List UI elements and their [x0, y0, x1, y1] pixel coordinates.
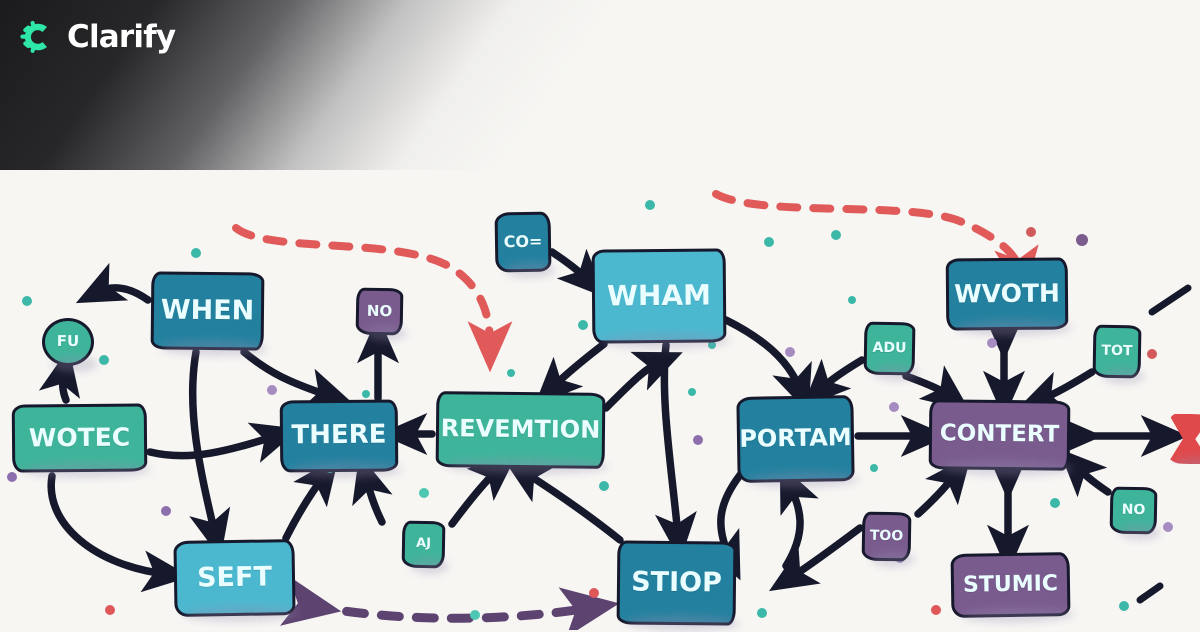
node-label: TOT [1101, 342, 1133, 359]
node-co[interactable]: CO= [494, 211, 552, 273]
decor-dot [848, 296, 856, 304]
node-label: ADU [872, 339, 907, 356]
node-no_right[interactable]: NO [1109, 486, 1158, 535]
decor-dot [1026, 227, 1036, 237]
decor-dot [1163, 522, 1173, 532]
decor-dot [831, 230, 841, 240]
node-tot[interactable]: TOT [1092, 324, 1142, 379]
node-label: FU [56, 331, 80, 351]
dashed-red-right [712, 190, 1039, 299]
decor-dot [191, 248, 201, 258]
decor-dot [764, 237, 774, 247]
node-label: CONTERT [939, 420, 1060, 448]
node-aj[interactable]: AJ [401, 520, 446, 569]
node-label: WOTEC [28, 422, 131, 452]
decor-dot [785, 347, 795, 357]
node-seft[interactable]: SEFT [173, 539, 296, 617]
node-fu[interactable]: FU [41, 317, 95, 367]
decor-dot [688, 388, 696, 396]
decor-dot [645, 200, 655, 210]
decor-dot [507, 369, 515, 377]
node-label: SEFT [196, 560, 273, 594]
decor-dot [889, 402, 899, 412]
node-wvoth[interactable]: WVOTH [945, 257, 1069, 331]
solid-arrow-group [38, 248, 1112, 593]
node-wham[interactable]: WHAM [591, 248, 727, 344]
node-label: NO [1121, 501, 1146, 518]
dashed-red-flow-group [232, 190, 1039, 373]
decor-dot [931, 605, 941, 615]
node-label: WHAM [606, 278, 712, 312]
node-label: WHEN [160, 294, 255, 326]
decor-dot [99, 355, 109, 365]
node-portam[interactable]: PORTAM [736, 395, 855, 483]
decor-dot [1050, 498, 1060, 508]
decor-dot [1119, 601, 1129, 611]
node-label: WVOTH [954, 278, 1060, 308]
decor-dot [1076, 234, 1088, 246]
decor-dot [987, 338, 997, 348]
decor-dot [161, 506, 171, 516]
decor-dot [1147, 349, 1157, 359]
node-label: AJ [415, 535, 432, 552]
node-label: STUMIC [962, 570, 1059, 598]
node-label: PORTAM [739, 423, 852, 453]
node-adu[interactable]: ADU [863, 321, 916, 376]
node-contert[interactable]: CONTERT [928, 399, 1071, 471]
node-stumic[interactable]: STUMIC [950, 552, 1071, 618]
decor-dot [757, 608, 767, 618]
decor-dot [267, 385, 277, 395]
decor-dot [7, 472, 17, 482]
decor-dot [693, 435, 703, 445]
node-label: THERE [291, 419, 387, 451]
bidirectional-arrow-group [983, 312, 1189, 573]
decor-dot [22, 296, 32, 306]
node-wotec[interactable]: WOTEC [11, 403, 148, 473]
stray-ink-strokes [1136, 284, 1192, 604]
decor-dot [599, 481, 609, 491]
node-when[interactable]: WHEN [150, 271, 265, 351]
decor-dot [870, 464, 878, 472]
dashed-purple-flow [280, 576, 620, 630]
node-no_top[interactable]: NO [355, 287, 404, 336]
node-label: STIOP [631, 566, 722, 598]
decor-dot [470, 610, 480, 620]
node-revemtion[interactable]: REVEMTION [435, 391, 606, 469]
node-stiop[interactable]: STIOP [616, 540, 737, 626]
decor-dot [589, 588, 599, 598]
node-label: CO= [503, 231, 543, 251]
decor-dot [105, 605, 115, 615]
node-too[interactable]: TOO [861, 511, 912, 562]
decor-dot [578, 320, 588, 330]
node-there[interactable]: THERE [279, 399, 399, 473]
decor-dot [362, 390, 370, 398]
decor-dot [419, 488, 429, 498]
node-label: NO [366, 301, 393, 320]
brand-wordmark: Clarify [67, 18, 176, 55]
node-label: TOO [869, 527, 904, 544]
node-label: REVEMTION [440, 414, 601, 444]
brand-logo[interactable]: Clarify [18, 18, 176, 56]
clarify-circle-mark-icon [20, 20, 47, 53]
dashed-red-left [232, 224, 513, 373]
